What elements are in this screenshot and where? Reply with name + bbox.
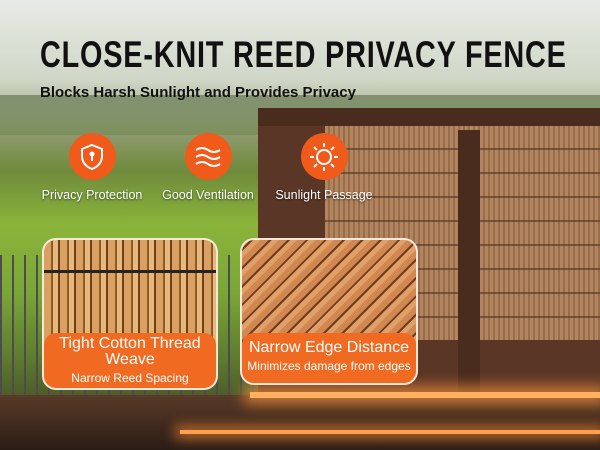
pergola-beam xyxy=(258,108,600,126)
feature-label: Good Ventilation xyxy=(162,188,254,202)
feature-label: Sunlight Passage xyxy=(275,188,373,202)
pergola-post xyxy=(458,130,480,400)
shield-lock-icon xyxy=(68,133,116,180)
feature-label: Privacy Protection xyxy=(41,188,143,202)
detail-panel-weave: Tight Cotton Thread Weave Narrow Reed Sp… xyxy=(42,238,218,390)
led-strip xyxy=(180,430,600,434)
panel-title: Tight Cotton Thread Weave xyxy=(59,335,201,368)
detail-panel-edge: Narrow Edge Distance Minimizes damage fr… xyxy=(240,238,418,385)
panel-caption: Narrow Reed Spacing xyxy=(71,371,189,385)
deck-floor xyxy=(0,395,600,450)
led-strip xyxy=(250,392,600,398)
page-title: CLOSE-KNIT REED PRIVACY FENCE xyxy=(40,34,567,75)
feature-sunlight: Sunlight Passage xyxy=(264,133,384,202)
panel-caption: Minimizes damage from edges xyxy=(247,359,411,373)
panel-label: Tight Cotton Thread Weave Narrow Reed Sp… xyxy=(44,333,216,388)
sun-icon xyxy=(300,133,348,180)
wind-waves-icon xyxy=(184,133,232,180)
feature-privacy: Privacy Protection xyxy=(32,133,152,202)
panel-label: Narrow Edge Distance Minimizes damage fr… xyxy=(242,333,416,383)
feature-ventilation: Good Ventilation xyxy=(148,133,268,202)
panel-title: Narrow Edge Distance xyxy=(248,339,410,356)
subtitle: Blocks Harsh Sunlight and Provides Priva… xyxy=(40,84,356,101)
